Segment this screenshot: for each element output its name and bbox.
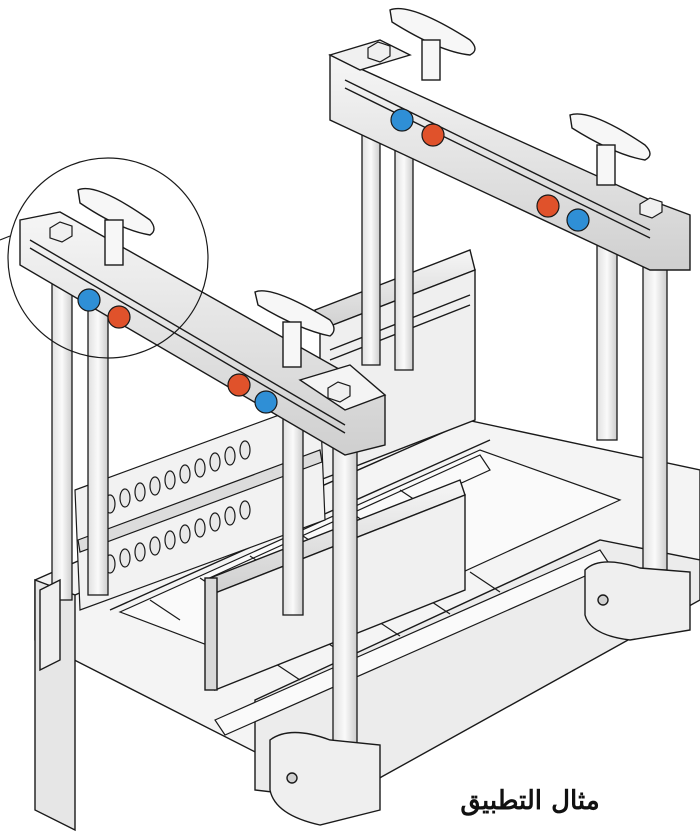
blue-adjuster-knob-icon xyxy=(566,208,590,232)
red-adjuster-knob-icon xyxy=(227,373,251,397)
caption: مثال التطبيق xyxy=(460,786,600,816)
hex-bolt-icon xyxy=(639,197,663,219)
blue-adjuster-knob-icon xyxy=(77,288,101,312)
hex-bolt-icon xyxy=(367,41,391,63)
blue-adjuster-knob-icon xyxy=(390,108,414,132)
foot-brackets xyxy=(39,561,691,826)
blue-adjuster-knob-icon xyxy=(254,390,278,414)
hex-bolts xyxy=(49,41,663,403)
t-handle-knob-icon xyxy=(389,7,476,81)
hex-bolt-icon xyxy=(49,221,73,243)
detail-circle-icon xyxy=(7,157,209,359)
t-handle-knobs xyxy=(77,7,651,368)
red-adjuster-knob-icon xyxy=(536,194,560,218)
red-adjuster-knob-icon xyxy=(107,305,131,329)
hex-bolt-icon xyxy=(327,381,351,403)
t-handle-knob-icon xyxy=(77,187,155,266)
adjuster-knobs xyxy=(77,108,590,414)
front-crossbar xyxy=(19,211,387,456)
detail-callout xyxy=(0,157,209,359)
t-handle-knob-icon xyxy=(569,113,651,186)
t-handle-knob-icon xyxy=(254,290,335,368)
red-adjuster-knob-icon xyxy=(421,123,445,147)
